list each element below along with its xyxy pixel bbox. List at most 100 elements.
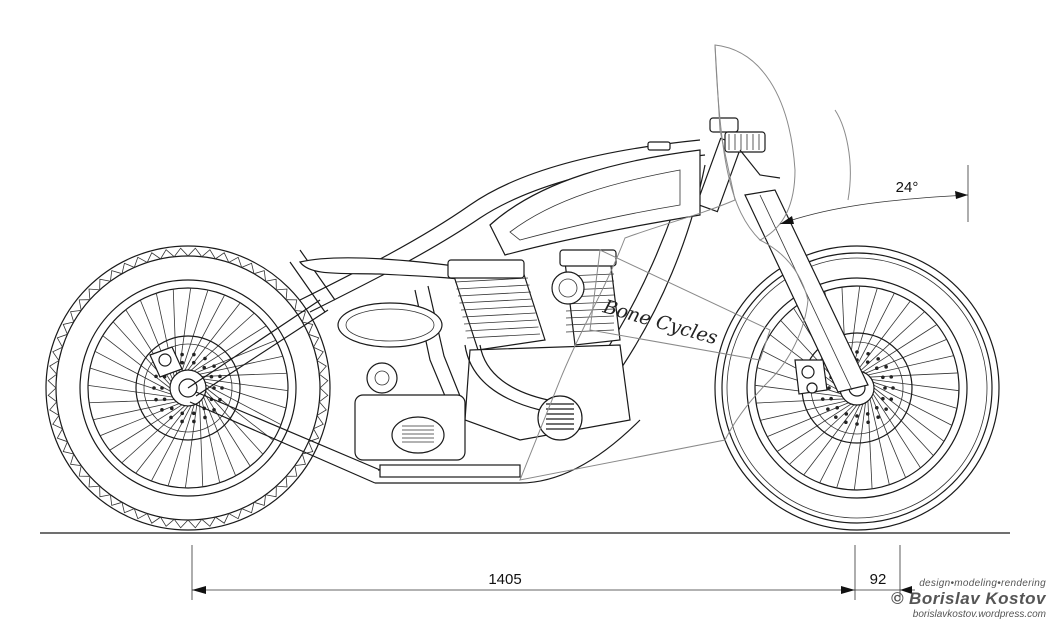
- spoke: [865, 338, 947, 374]
- tread-block: [47, 373, 57, 389]
- tread-block: [276, 288, 288, 300]
- tread-block: [294, 453, 306, 466]
- tread-block: [253, 494, 266, 506]
- tread-block: [173, 247, 189, 257]
- tread-block: [173, 519, 189, 529]
- rear-tire-tread: [47, 247, 329, 529]
- tread-block: [88, 288, 100, 300]
- fin: [465, 326, 539, 332]
- disc-hole: [874, 366, 879, 371]
- spoke: [871, 379, 960, 392]
- oil-tank: [337, 302, 443, 348]
- tread-block: [286, 465, 298, 477]
- disc-hole: [865, 360, 870, 364]
- rear-brake-disc: [135, 335, 241, 441]
- cylinder-fins: [454, 273, 615, 339]
- tread-block: [276, 476, 288, 488]
- spoke: [199, 401, 204, 487]
- fin: [457, 291, 532, 297]
- disc-hole: [876, 415, 880, 419]
- tread-block: [52, 415, 63, 430]
- watermark-name: © Borislav Kostov: [890, 589, 1046, 608]
- spoke: [190, 312, 255, 371]
- watermark-tagline: design•modeling•rendering: [919, 578, 1046, 589]
- tread-block: [215, 513, 230, 524]
- engine: [354, 249, 631, 478]
- tread-block: [308, 333, 320, 348]
- spoke: [203, 378, 289, 392]
- tread-block: [133, 508, 148, 520]
- spoke: [102, 335, 171, 389]
- disc-hole: [192, 419, 196, 424]
- disc-hole: [866, 351, 870, 356]
- spoke: [873, 384, 953, 426]
- spoke: [89, 367, 172, 395]
- tread-block: [133, 256, 148, 268]
- spoke: [193, 325, 267, 372]
- disc-hole: [855, 350, 859, 354]
- tread-block: [319, 387, 329, 403]
- disc-hole: [844, 420, 848, 425]
- fin: [565, 315, 615, 319]
- disc-hole: [169, 406, 174, 411]
- trail-value: 92: [870, 571, 887, 588]
- tread-block: [47, 387, 57, 403]
- disc-hole: [844, 412, 849, 416]
- disc-hole: [209, 374, 214, 379]
- tread-block: [78, 299, 90, 311]
- spoke: [819, 404, 861, 484]
- tread-block: [316, 401, 327, 416]
- wheelbase-value: 1405: [488, 571, 521, 588]
- tread-block: [56, 428, 68, 443]
- spoke: [121, 405, 186, 464]
- fin: [460, 305, 535, 311]
- disc-hole: [169, 415, 173, 420]
- disc-hole: [220, 386, 224, 390]
- spoke: [178, 287, 192, 373]
- spoke: [789, 404, 855, 465]
- disc-hole: [160, 386, 164, 390]
- tread-block: [110, 270, 123, 282]
- disc-hole: [162, 397, 167, 402]
- disc-hole: [152, 386, 156, 390]
- watermark-url: borislavkostov.wordpress.com: [912, 609, 1046, 620]
- disc-hole: [889, 375, 894, 379]
- cam-cover-slots: [546, 403, 574, 430]
- disc-hole: [218, 397, 222, 402]
- disc-hole: [883, 386, 887, 390]
- spoke: [184, 403, 198, 489]
- fin: [459, 298, 533, 304]
- disc-hole: [191, 360, 196, 365]
- disc-hole: [202, 365, 207, 370]
- disc-hole: [829, 396, 833, 401]
- spoke: [853, 292, 895, 372]
- spoke: [205, 390, 264, 455]
- tread-block: [241, 502, 255, 514]
- spoke: [760, 400, 847, 421]
- spoke: [205, 384, 282, 426]
- fin: [565, 301, 615, 305]
- disc-hole: [154, 374, 158, 379]
- tread-block: [319, 373, 329, 389]
- disc-hole: [889, 397, 894, 401]
- disc-hole: [884, 407, 888, 411]
- tread-block: [70, 310, 82, 323]
- fin: [462, 312, 536, 318]
- tread-block: [70, 453, 82, 466]
- spoke: [853, 402, 866, 491]
- tread-block: [228, 508, 243, 520]
- tread-block: [49, 401, 60, 416]
- tread-block: [88, 476, 100, 488]
- disc-hole: [203, 415, 207, 420]
- spoke: [187, 302, 241, 371]
- disc-hole: [180, 419, 184, 424]
- spoke: [135, 405, 189, 474]
- disc-hole: [192, 352, 196, 357]
- disc-hole: [191, 411, 196, 416]
- spoke: [776, 403, 852, 452]
- fin: [565, 308, 615, 312]
- rake-angle-value: 24°: [896, 179, 919, 196]
- fin: [565, 329, 615, 333]
- spoke: [204, 381, 287, 409]
